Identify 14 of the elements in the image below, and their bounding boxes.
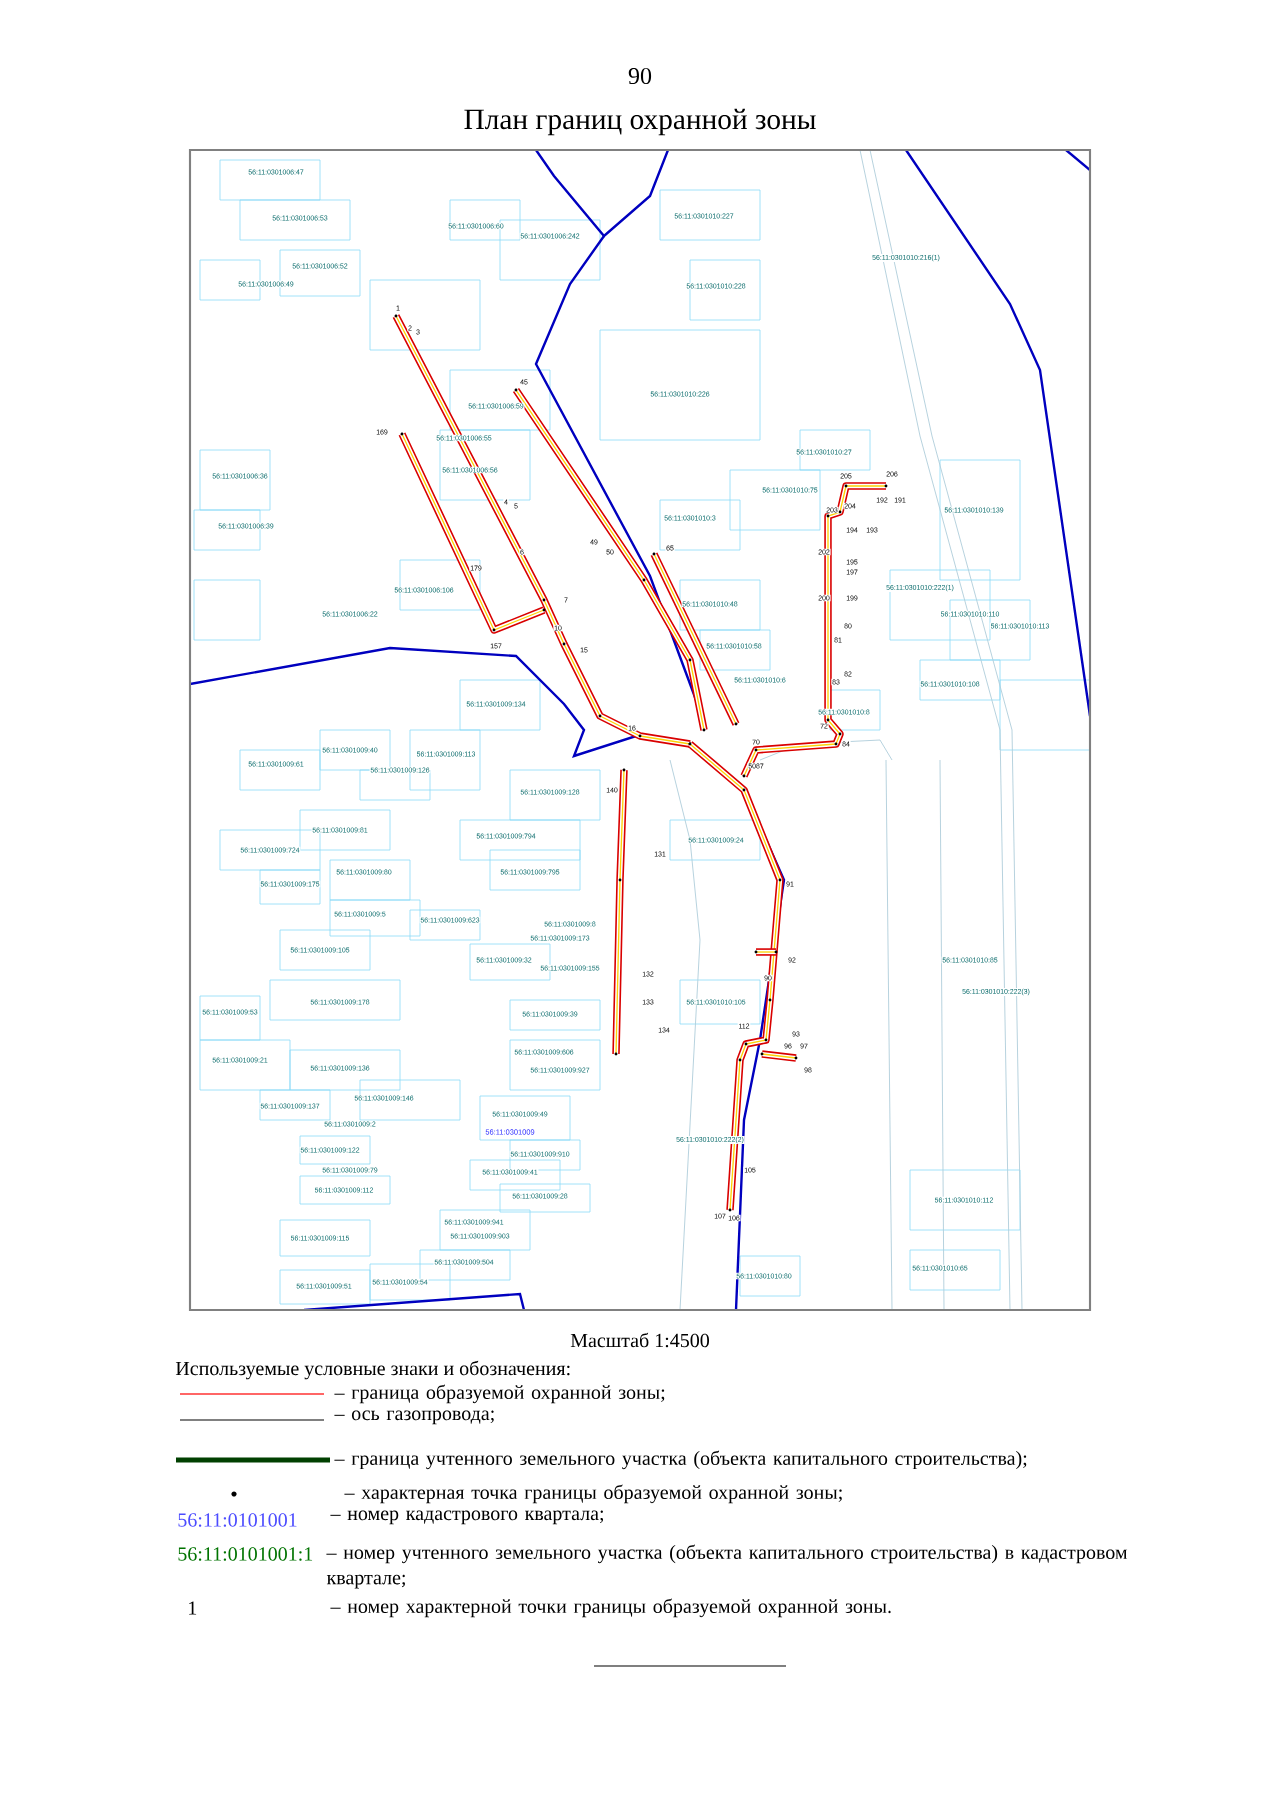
title: План границ охранной зоны (464, 108, 816, 136)
quarter-number-sample: 56:11:0101001 (178, 1513, 297, 1527)
parcel-number-sample: 56:11:0101001:1 (178, 1547, 313, 1561)
scale-text: Масштаб 1:4500 (570, 1332, 709, 1348)
legend-text: – ось газопровода; (334, 1410, 494, 1425)
legend-text: – номер кадастрового квартала; (330, 1510, 604, 1525)
legend-text: – граница образуемой охранной зоны; (334, 1384, 665, 1404)
legend-text: – характерная точка границы образуемой охранной зоны; (344, 1484, 842, 1504)
legend-text: – номер учтенного земельного участка (объекта капитального строительства) в кадастровом квартале; (326, 1544, 1128, 1589)
legend-text: – номер характерной точки границы образуемой охранной зоны. (330, 1598, 891, 1618)
page-number: 90 (628, 67, 652, 85)
legend-text: – граница учтенного земельного участка (объекта капитального строительства); (334, 1450, 1027, 1470)
point-number-sample: 1 (189, 1601, 197, 1615)
legend-heading: Используемые условные знаки и обозначения: (175, 1360, 570, 1380)
